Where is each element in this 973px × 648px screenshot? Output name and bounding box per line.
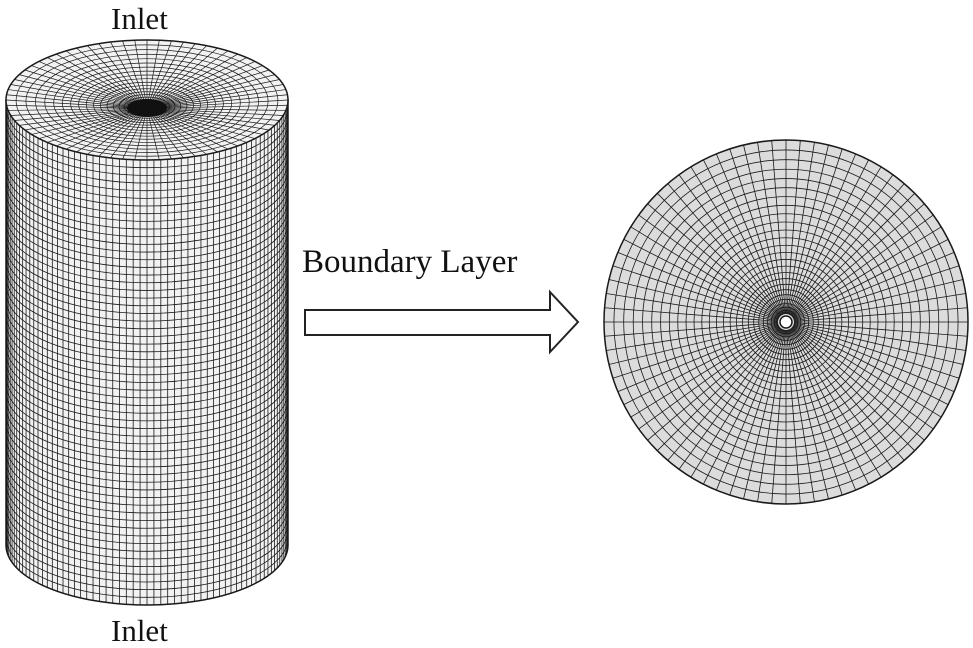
cross-section-mesh <box>603 139 969 505</box>
cylinder-mesh <box>5 39 289 606</box>
inlet-label-top: Inlet <box>111 1 168 36</box>
inlet-label-bottom: Inlet <box>111 613 168 648</box>
cylinder-top-core <box>127 99 167 117</box>
boundary-layer-arrow <box>304 289 580 355</box>
disc-grid <box>603 139 969 505</box>
cylinder-side-grid <box>5 102 289 606</box>
boundary-layer-caption: Boundary Layer <box>302 244 518 280</box>
disc-center-hole <box>779 315 793 329</box>
arrow-shape <box>304 289 580 355</box>
cylinder-top-grid <box>5 39 289 161</box>
